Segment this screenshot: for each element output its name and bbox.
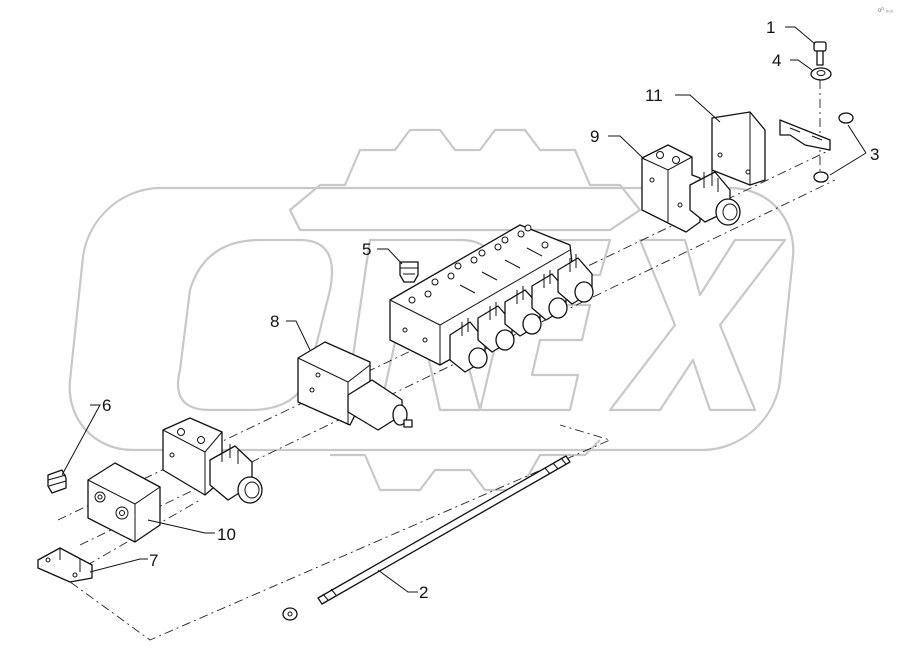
watermark-letter-o [176,238,334,412]
callout-11: 11 [645,86,663,105]
callout-4: 4 [772,51,781,70]
watermark-letter-e [478,238,612,412]
callout-9: 9 [590,127,599,146]
part-4-washer [810,67,832,81]
leader-lines [61,26,867,593]
part-2-tie-rod [282,455,571,621]
part-9-end-valve [641,144,741,233]
left-valve [162,417,263,504]
callouts: 1 4 11 3 9 5 8 6 10 7 2 [102,18,879,602]
callout-5: 5 [362,240,371,259]
watermark-letter-x [608,238,787,412]
part-5-fitting [399,261,419,283]
callout-10: 10 [217,525,236,544]
part-7-bracket [37,547,93,583]
callout-2: 2 [419,583,428,602]
watermark-logo [68,128,795,492]
part-3-bracket-and-nuts [779,112,854,183]
callout-1: 1 [766,18,775,37]
part-10-end-block [87,462,161,543]
part-8-valve-block [297,341,413,431]
corner-mark: oᴿ ₀₀₀ [878,7,894,14]
watermark-gear-lower [330,439,601,492]
part-1-bolt [813,41,827,66]
callout-6: 6 [102,396,111,415]
part-11-end-plate [711,111,766,186]
watermark-frame [68,186,795,452]
watermark-gear [288,128,642,232]
part-6-fitting [47,469,67,494]
valve-stack [389,224,594,373]
callout-8: 8 [270,312,279,331]
callout-3: 3 [870,145,879,164]
callout-7: 7 [149,551,158,570]
